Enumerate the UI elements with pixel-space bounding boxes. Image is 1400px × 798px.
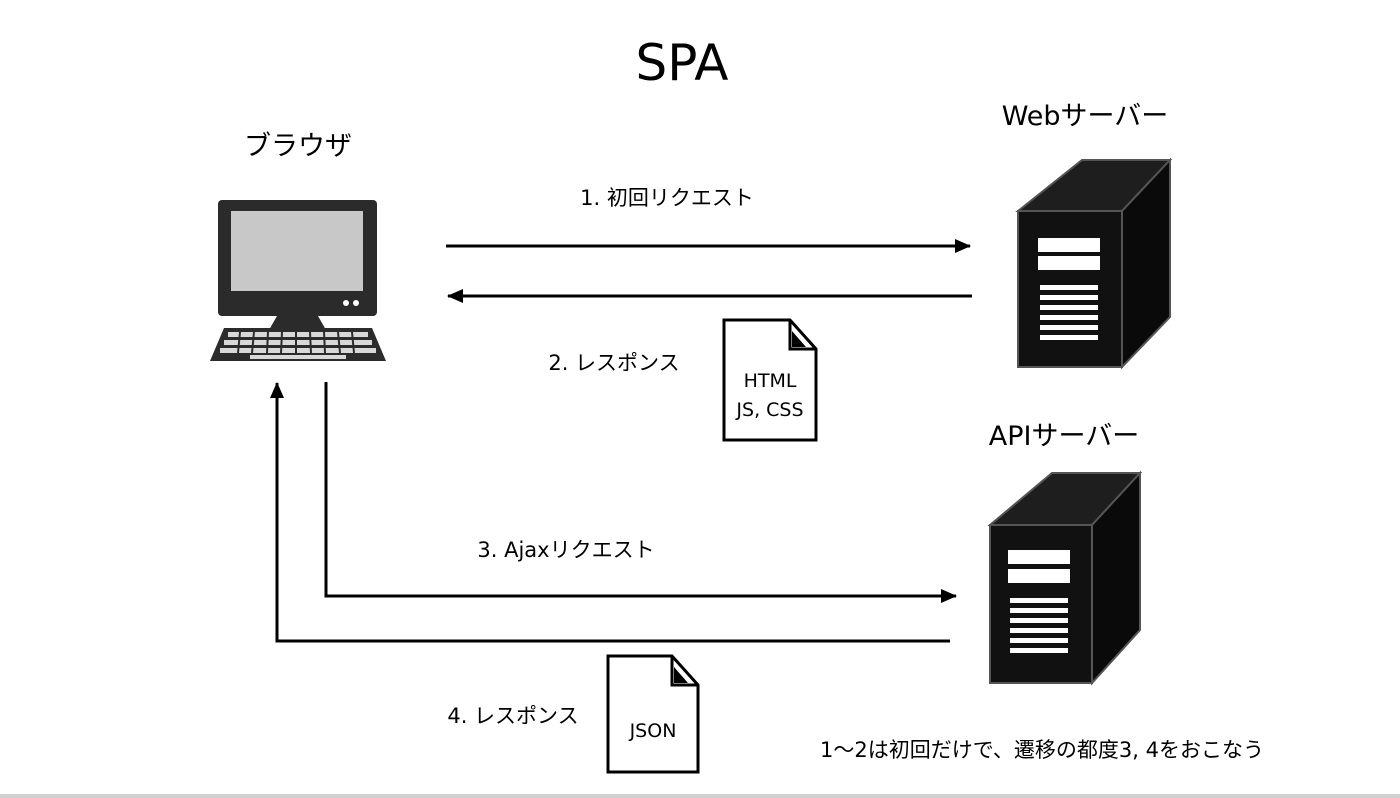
html-document-line1: HTML: [744, 370, 797, 392]
json-document-icon: [606, 654, 700, 774]
flow-note: 1〜2は初回だけで、遷移の都度3, 4をおこなう: [820, 738, 1264, 762]
step-4-label: 4. レスポンス: [447, 704, 578, 728]
api-server-icon: [987, 470, 1143, 686]
step-3-label: 3. Ajaxリクエスト: [477, 538, 654, 562]
arrow-ajax-request: [324, 382, 957, 603]
html-document-line2: JS, CSS: [735, 399, 803, 421]
computer-icon: [210, 200, 386, 361]
browser-label: ブラウザ: [244, 131, 352, 162]
json-document-label: JSON: [629, 720, 677, 742]
html-document-icon: [722, 318, 818, 442]
bottom-divider: [0, 794, 1400, 798]
web-server-label: Webサーバー: [1002, 101, 1169, 132]
arrow-ajax-response: [270, 382, 950, 643]
web-server-icon: [1015, 157, 1173, 370]
diagram-title: SPA: [636, 34, 729, 92]
step-1-label: 1. 初回リクエスト: [580, 186, 754, 210]
step-2-label: 2. レスポンス: [548, 351, 679, 375]
api-server-label: APIサーバー: [989, 421, 1139, 452]
